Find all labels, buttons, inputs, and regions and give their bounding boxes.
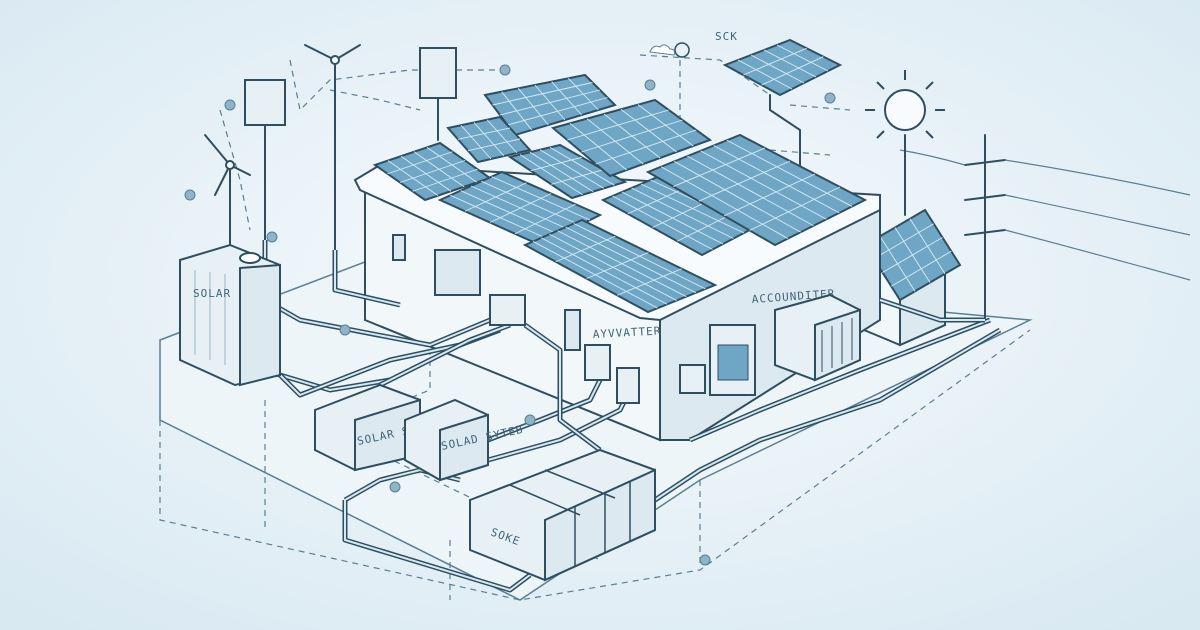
step-marker [184, 189, 196, 201]
meter-1 [584, 344, 611, 381]
sun-icon [865, 70, 945, 150]
window [434, 249, 481, 296]
accumulator-unit [774, 293, 861, 382]
solar-panel [507, 143, 628, 200]
collector-box-left [244, 79, 286, 241]
step-marker [224, 99, 236, 111]
solar-panel [437, 170, 603, 247]
step-markers [184, 64, 836, 566]
solar-panel [645, 133, 868, 247]
solar-panel [722, 38, 843, 97]
step-marker [499, 64, 511, 76]
meter-2 [616, 367, 640, 404]
small-sun-icon [649, 42, 690, 58]
battery-mid: SOLAD SYTEB [404, 398, 525, 482]
meter-3 [679, 364, 706, 394]
step-marker [266, 231, 278, 243]
step-marker [389, 481, 401, 493]
step-marker [699, 554, 711, 566]
battery-bank: SOKE [469, 448, 656, 582]
shed [839, 208, 962, 347]
solar-panel [863, 208, 962, 302]
power-pole [899, 134, 1191, 321]
roof-solar-panels [372, 73, 868, 314]
label-tank: SOLAR [193, 287, 231, 300]
junction-box [489, 294, 526, 326]
step-marker [824, 92, 836, 104]
solar-panel [522, 218, 718, 314]
collector-box-top [419, 47, 457, 141]
solar-panel [550, 98, 713, 178]
solar-tank: SOLAR [179, 243, 281, 387]
label-inverter: AYVVATTER [592, 324, 661, 341]
window [392, 234, 406, 261]
step-marker [524, 414, 536, 426]
step-marker [644, 79, 656, 91]
step-marker [339, 324, 351, 336]
door-window [564, 309, 581, 351]
solar-panel [446, 115, 532, 164]
label-sky: SCK [715, 30, 738, 43]
wind-turbine-center [304, 44, 361, 251]
inverter-unit [709, 324, 756, 396]
